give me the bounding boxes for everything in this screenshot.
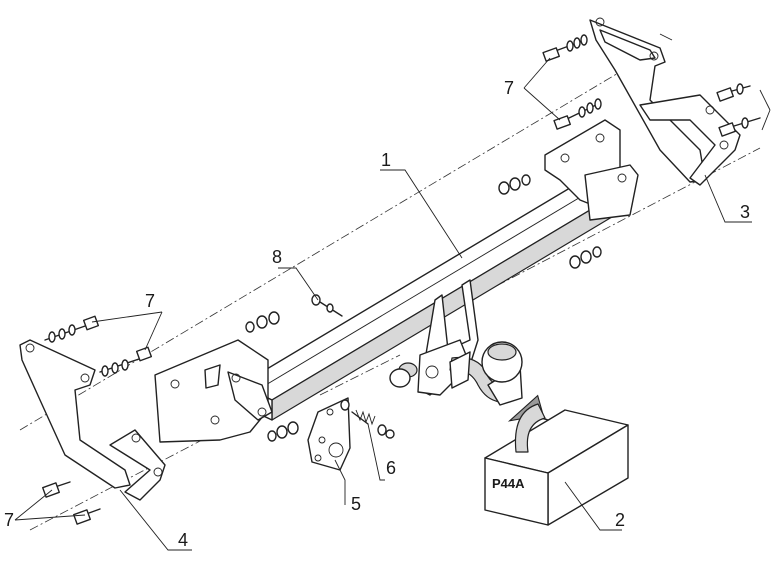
callout-2: 2: [615, 510, 625, 530]
nut-set-left-top: [245, 311, 280, 333]
nuts-washers: [245, 174, 602, 442]
left-side-bracket: [19, 339, 166, 501]
nut-set-right-bottom: [569, 246, 602, 269]
bolt-left-bottom: [73, 508, 101, 525]
nut-set-right-top: [498, 174, 531, 195]
callout-8: 8: [272, 247, 282, 267]
bolt-left-top: [44, 315, 100, 343]
callout-5: 5: [351, 494, 361, 514]
main-crossbar: [154, 119, 639, 443]
bolt-right-far-low: [718, 117, 761, 137]
electrical-kit-box: P44A: [484, 394, 629, 526]
callout-4: 4: [178, 530, 188, 550]
right-bolts: [542, 34, 761, 137]
bolt-left-mid: [99, 346, 153, 377]
callout-3: 3: [740, 202, 750, 222]
ball-hitch: [389, 279, 523, 406]
callout-7-left: 7: [145, 291, 155, 311]
bolt-right-top: [542, 34, 588, 62]
callout-1: 1: [381, 150, 391, 170]
callout-7-bottom: 7: [4, 510, 14, 530]
nut-set-left-bottom: [267, 421, 299, 442]
bolt-8: [311, 294, 343, 317]
leader-lines: [14, 57, 771, 551]
bolt-right-mid: [553, 98, 602, 130]
left-bolts: [42, 315, 153, 525]
right-side-bracket: [589, 17, 741, 186]
callout-7-top: 7: [504, 78, 514, 98]
bolt-left-low: [42, 481, 71, 498]
socket-plate: [307, 397, 351, 471]
bolt-right-far-top: [716, 83, 751, 102]
callout-6: 6: [386, 458, 396, 478]
callouts: 1 2 3 4 5 6 7 7 7 8: [4, 78, 750, 550]
spring-pin: [351, 409, 395, 439]
box-label: P44A: [492, 476, 525, 491]
